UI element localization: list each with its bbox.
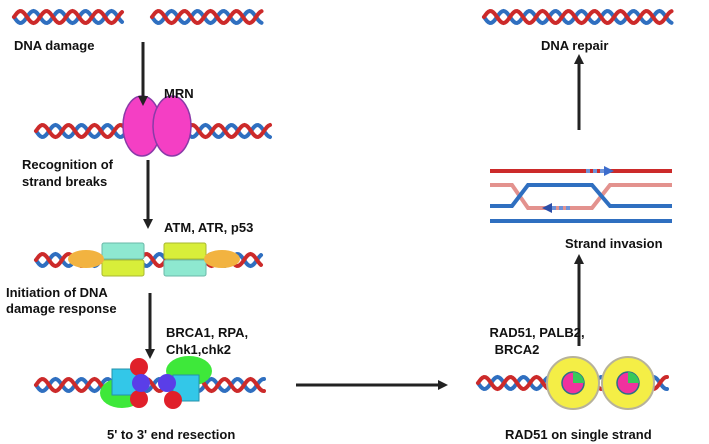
label-dna-repair: DNA repair bbox=[541, 38, 609, 53]
label-rad51-single-strand: RAD51 on single strand bbox=[505, 427, 652, 442]
dna-helix-repaired bbox=[482, 8, 674, 26]
dna-helix-damage-right-strand bbox=[150, 8, 264, 26]
dna-helix-resection bbox=[34, 376, 266, 394]
dna-helix-mrn-left-strand bbox=[34, 122, 130, 140]
atm-block-top-left bbox=[101, 242, 145, 260]
label-strand-invasion: Strand invasion bbox=[565, 236, 663, 251]
chk-red-left-bottom bbox=[130, 390, 148, 408]
invasion-arrowhead-top bbox=[604, 166, 614, 176]
dna-helix-damage-left bbox=[12, 8, 124, 26]
rad51-slice-1 bbox=[573, 372, 584, 383]
label-recognition-1: Recognition of bbox=[22, 157, 113, 172]
label-brca2: BRCA2 bbox=[494, 342, 540, 357]
atm-protein-right bbox=[204, 250, 240, 268]
invasion-arrowhead-bottom bbox=[542, 203, 552, 213]
label-initiation-2: damage response bbox=[6, 301, 117, 316]
rad51-slice-2 bbox=[628, 372, 639, 383]
chk-purple-left bbox=[132, 374, 150, 392]
chk-red-right bbox=[164, 391, 182, 409]
chk-red-left-top bbox=[130, 358, 148, 376]
label-brca1-rpa: BRCA1, RPA, bbox=[166, 325, 249, 340]
dna-helix-mrn-left bbox=[34, 122, 130, 140]
mrn-complex-right bbox=[152, 95, 192, 157]
dna-helix-mrn-right bbox=[184, 122, 272, 140]
label-resection: 5' to 3' end resection bbox=[107, 427, 236, 442]
label-rad51-palb2: RAD51, PALB2, bbox=[489, 325, 585, 340]
chk-purple-right bbox=[158, 374, 176, 392]
dna-helix-mrn-right-strand bbox=[184, 122, 272, 140]
label-dna-damage: DNA damage bbox=[14, 38, 95, 53]
label-initiation-1: Initiation of DNA bbox=[6, 285, 108, 300]
dna-helix-damage-left-strand bbox=[12, 8, 124, 26]
dna-helix-repaired-strand bbox=[482, 8, 674, 26]
atm-block-top-right bbox=[163, 242, 207, 260]
atm-block-bottom-left bbox=[101, 259, 145, 277]
label-chk1-chk2: Chk1,chk2 bbox=[166, 342, 232, 357]
dna-helix-mrn-left-strand bbox=[34, 122, 130, 140]
invasion-blue-strand bbox=[490, 183, 672, 208]
atm-protein-left bbox=[68, 250, 104, 268]
label-atm-atr-p53: ATM, ATR, p53 bbox=[164, 220, 254, 235]
label-mrn: MRN bbox=[164, 86, 194, 101]
atm-block-bottom-right bbox=[163, 259, 207, 277]
label-recognition-2: strand breaks bbox=[22, 174, 108, 189]
dna-helix-damage-right bbox=[150, 8, 264, 26]
dna-helix-resection-strand bbox=[34, 376, 266, 394]
